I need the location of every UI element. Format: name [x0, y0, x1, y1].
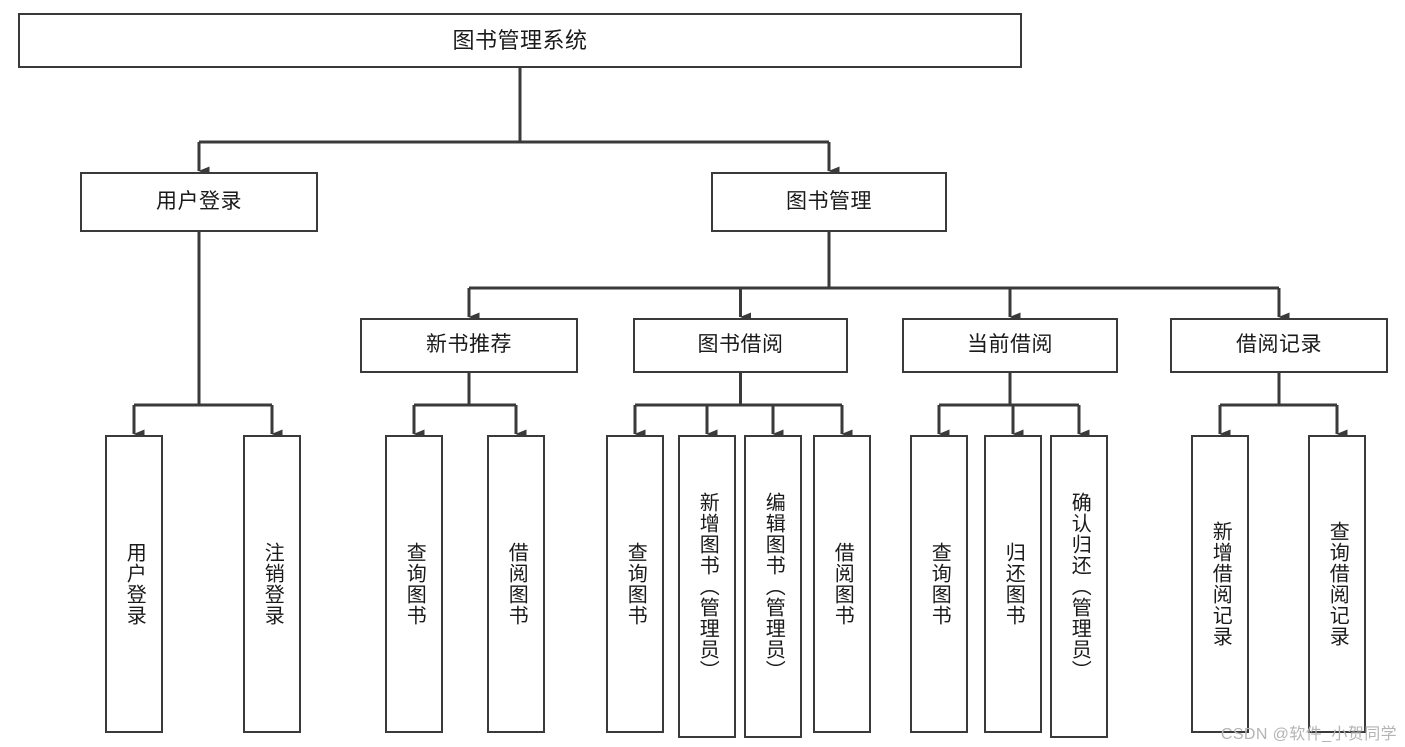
node-current-borrow[interactable]: 当前借阅 — [902, 318, 1118, 373]
node-label-leaf-add-record: 新增借阅记录 — [1209, 521, 1232, 647]
node-label-book-borrow: 图书借阅 — [697, 333, 784, 357]
node-label-user-login: 用户登录 — [156, 189, 242, 213]
node-label-leaf-edit-book: 编辑图书（管理员） — [762, 492, 785, 681]
node-label-leaf-query-book-1: 查询图书 — [403, 542, 426, 626]
node-label-new-book-rec: 新书推荐 — [426, 333, 512, 357]
node-leaf-add-book[interactable]: 新增图书（管理员） — [678, 435, 736, 738]
node-label-leaf-confirm-return: 确认归还（管理员） — [1068, 492, 1091, 681]
node-label-borrow-record: 借阅记录 — [1236, 333, 1322, 357]
node-root[interactable]: 图书管理系统 — [18, 13, 1022, 68]
node-leaf-return-book[interactable]: 归还图书 — [984, 435, 1042, 733]
node-leaf-query-book-3[interactable]: 查询图书 — [910, 435, 968, 733]
node-leaf-borrow-book-2[interactable]: 借阅图书 — [813, 435, 871, 733]
node-leaf-add-record[interactable]: 新增借阅记录 — [1191, 435, 1249, 733]
node-label-leaf-return-book: 归还图书 — [1002, 542, 1025, 626]
node-leaf-edit-book[interactable]: 编辑图书（管理员） — [744, 435, 802, 738]
node-book-borrow[interactable]: 图书借阅 — [633, 318, 848, 373]
node-label-book-manage: 图书管理 — [786, 189, 872, 213]
node-leaf-borrow-book-1[interactable]: 借阅图书 — [487, 435, 545, 733]
node-leaf-user-login[interactable]: 用户登录 — [105, 435, 163, 733]
node-borrow-record[interactable]: 借阅记录 — [1170, 318, 1388, 373]
node-label-leaf-borrow-book-2: 借阅图书 — [831, 542, 854, 626]
node-label-current-borrow: 当前借阅 — [967, 333, 1053, 357]
node-user-login[interactable]: 用户登录 — [80, 172, 318, 232]
node-leaf-confirm-return[interactable]: 确认归还（管理员） — [1050, 435, 1108, 738]
node-label-leaf-user-login: 用户登录 — [123, 542, 146, 626]
node-leaf-logout[interactable]: 注销登录 — [243, 435, 301, 733]
node-label-leaf-query-book-2: 查询图书 — [624, 542, 647, 626]
node-label-leaf-query-book-3: 查询图书 — [928, 542, 951, 626]
node-leaf-query-book-1[interactable]: 查询图书 — [385, 435, 443, 733]
node-leaf-query-book-2[interactable]: 查询图书 — [606, 435, 664, 733]
node-leaf-query-record[interactable]: 查询借阅记录 — [1308, 435, 1366, 733]
node-label-leaf-add-book: 新增图书（管理员） — [696, 492, 719, 681]
node-label-leaf-borrow-book-1: 借阅图书 — [505, 542, 528, 626]
csdn-watermark: CSDN @软件_小贺同学 — [1220, 726, 1397, 743]
node-book-manage[interactable]: 图书管理 — [711, 172, 947, 232]
node-label-root: 图书管理系统 — [452, 27, 588, 53]
node-new-book-rec[interactable]: 新书推荐 — [360, 318, 578, 373]
node-label-leaf-query-record: 查询借阅记录 — [1326, 521, 1349, 647]
node-label-leaf-logout: 注销登录 — [261, 542, 284, 626]
